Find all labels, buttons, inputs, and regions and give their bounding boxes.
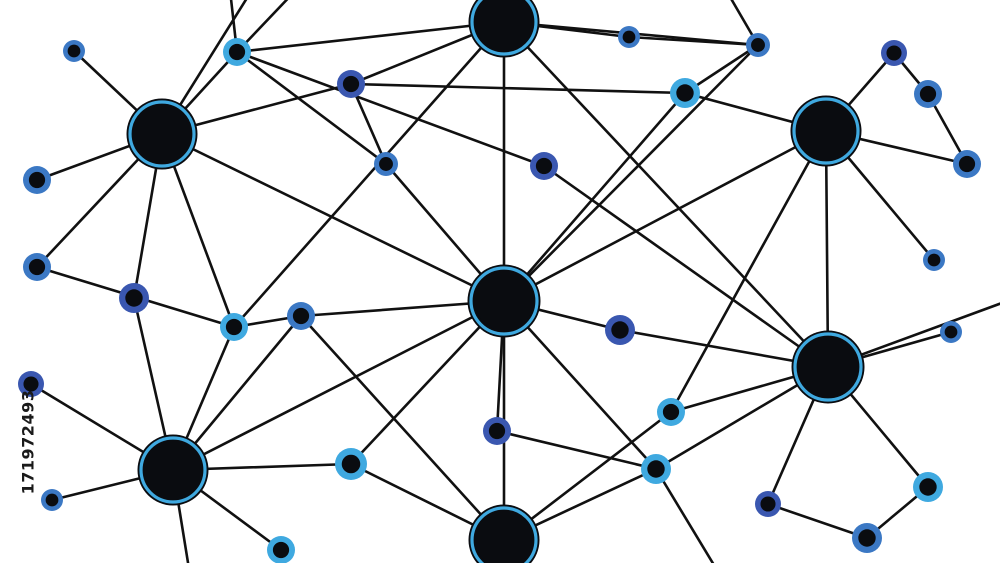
node-core-y bbox=[45, 493, 59, 507]
edge-c-h bbox=[349, 82, 687, 95]
edge-f-g bbox=[627, 35, 760, 47]
edge-H3-v bbox=[669, 129, 828, 414]
edge-stub-b bbox=[235, 0, 289, 54]
edge-b-e bbox=[235, 50, 546, 168]
node-core-j bbox=[919, 85, 937, 103]
node-core-a bbox=[67, 44, 81, 58]
node-core-t bbox=[23, 376, 39, 392]
nodes-layer bbox=[18, 0, 981, 563]
edge-H2-p bbox=[232, 20, 506, 329]
node-core-s bbox=[944, 325, 958, 339]
node-core-x bbox=[341, 454, 361, 474]
node-core-w bbox=[647, 460, 665, 478]
edge-u-w bbox=[495, 429, 658, 471]
edge-H3-H5 bbox=[824, 129, 830, 369]
edge-c-d bbox=[349, 82, 388, 166]
hub-core-H3 bbox=[797, 102, 855, 160]
edge-e-H5 bbox=[542, 164, 830, 369]
node-core-f bbox=[622, 30, 636, 44]
edge-H2-H5 bbox=[502, 20, 830, 369]
node-core-p bbox=[225, 318, 243, 336]
node-core-k bbox=[958, 155, 976, 173]
hub-core-H5 bbox=[798, 337, 858, 397]
node-core-d bbox=[379, 157, 393, 171]
hub-core-H4 bbox=[474, 271, 534, 331]
edge-b-d bbox=[235, 50, 388, 166]
node-core-o bbox=[125, 289, 143, 307]
node-core-z bbox=[760, 496, 776, 512]
edge-stub-w bbox=[654, 467, 715, 563]
edge-q-H7 bbox=[299, 314, 506, 542]
node-core-n bbox=[28, 258, 46, 276]
node-core-h bbox=[676, 84, 694, 102]
hub-core-H1 bbox=[133, 105, 191, 163]
edge-H4-x bbox=[349, 299, 506, 466]
node-core-i bbox=[886, 45, 902, 61]
edge-b-H2 bbox=[235, 20, 506, 54]
node-core-v bbox=[662, 403, 680, 421]
node-core-c bbox=[342, 75, 360, 93]
hub-core-H7 bbox=[475, 511, 533, 563]
node-core-m bbox=[28, 171, 46, 189]
node-core-q bbox=[292, 307, 310, 325]
node-core-aa bbox=[919, 478, 937, 496]
hub-core-H2 bbox=[475, 0, 533, 51]
node-core-u bbox=[488, 422, 506, 440]
edge-H4-w bbox=[502, 299, 658, 471]
hub-core-H6 bbox=[144, 441, 202, 499]
node-core-ab bbox=[858, 529, 876, 547]
edge-z-ab bbox=[766, 502, 869, 540]
edge-h-H4 bbox=[502, 91, 687, 303]
node-core-r bbox=[611, 321, 629, 339]
edge-H3-H4 bbox=[502, 129, 828, 303]
edge-g-H4 bbox=[502, 43, 760, 303]
edge-H1-H4 bbox=[160, 132, 506, 303]
node-core-l bbox=[927, 253, 941, 267]
edge-H4-H6 bbox=[171, 299, 506, 472]
node-core-ac bbox=[272, 541, 290, 559]
node-core-b bbox=[228, 43, 246, 61]
node-core-e bbox=[535, 157, 553, 175]
node-core-g bbox=[751, 38, 765, 52]
stock-image-id-label: 171972493 bbox=[18, 389, 38, 495]
